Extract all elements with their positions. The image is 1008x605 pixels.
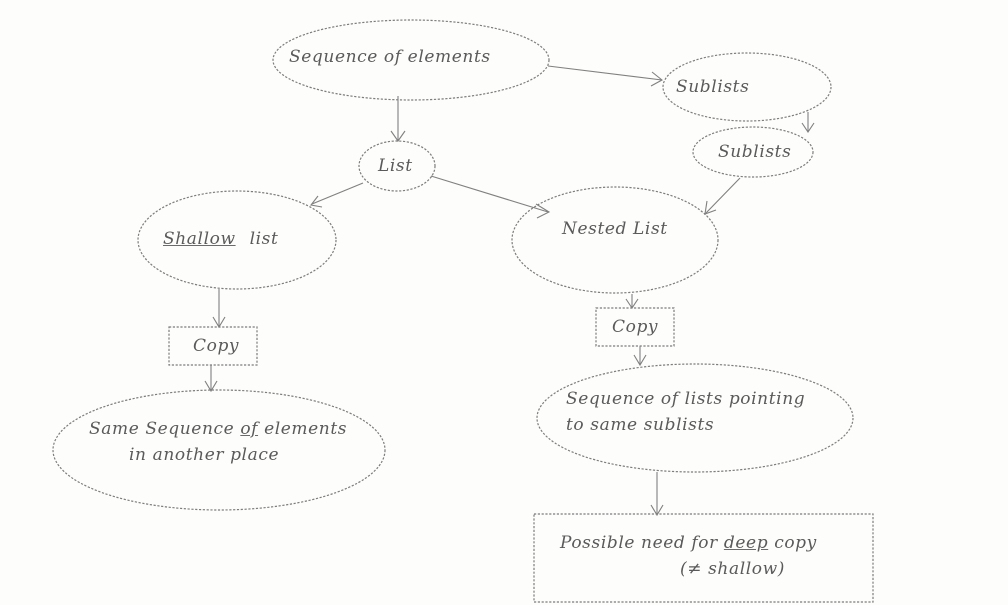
node-copy-left-outline bbox=[168, 326, 258, 366]
node-deep-copy: Possible need for deep copy (≠ shallow) bbox=[560, 530, 817, 583]
arrowhead-copy-left bbox=[212, 316, 226, 329]
arrowhead-nested-from-list bbox=[535, 203, 551, 219]
node-deep-copy-line1-prefix: Possible need for bbox=[560, 533, 718, 553]
node-deep-copy-line1-suffix: copy bbox=[774, 533, 817, 553]
node-nested-list: Nested List bbox=[562, 216, 668, 242]
node-nested-list-outline bbox=[511, 186, 719, 294]
arrowhead-list bbox=[390, 130, 406, 142]
node-same-sequence: Same Sequence of elements in another pla… bbox=[89, 416, 347, 469]
node-sublists-label: Sublists bbox=[718, 142, 792, 162]
node-list-outline bbox=[358, 140, 436, 192]
arrowhead-shallow bbox=[310, 195, 323, 208]
node-same-sequence-line1-suffix: elements bbox=[264, 419, 348, 439]
node-sublists-top-label: Sublists bbox=[676, 77, 750, 97]
arrowhead-same-sequence bbox=[204, 380, 218, 393]
node-deep-copy-line1: Possible need for deep copy bbox=[560, 530, 817, 556]
node-sequence-of-elements-outline bbox=[272, 19, 550, 101]
edge-list-to-nested bbox=[430, 175, 549, 213]
node-list-label: List bbox=[378, 156, 413, 176]
arrowhead-sublists bbox=[801, 122, 815, 133]
node-shallow-list: Shallow list bbox=[163, 226, 278, 252]
node-same-sequence-line1-prefix: Same Sequence bbox=[89, 419, 235, 439]
node-nested-list-label: Nested List bbox=[562, 219, 668, 239]
node-copy-left-label: Copy bbox=[193, 336, 240, 356]
node-sublists-top-outline bbox=[662, 52, 832, 122]
node-copy-right-label: Copy bbox=[612, 317, 659, 337]
node-copy-left: Copy bbox=[193, 333, 239, 359]
node-sublists: Sublists bbox=[718, 139, 791, 165]
node-deep-copy-outline bbox=[533, 513, 874, 603]
node-deep-copy-line1-underlined: deep bbox=[723, 533, 769, 553]
arrowhead-deep-copy bbox=[650, 504, 664, 517]
node-shallow-list-outline bbox=[137, 190, 337, 290]
node-sublists-top: Sublists bbox=[676, 74, 749, 100]
node-sequence-of-lists: Sequence of lists pointing to same subli… bbox=[566, 386, 805, 439]
node-same-sequence-outline bbox=[52, 389, 386, 511]
node-copy-right: Copy bbox=[612, 314, 658, 340]
node-sublists-outline bbox=[692, 126, 814, 178]
node-sequence-of-elements-label: Sequence of elements bbox=[289, 47, 491, 67]
arrowhead-sequence-of-lists bbox=[633, 354, 647, 367]
node-sequence-of-lists-line2: to same sublists bbox=[566, 415, 715, 436]
node-copy-right-outline bbox=[595, 307, 675, 347]
node-shallow-list-underlined: Shallow bbox=[163, 229, 236, 249]
node-same-sequence-line2: in another place bbox=[129, 445, 280, 466]
node-same-sequence-line1-underlined: of bbox=[240, 419, 259, 439]
node-same-sequence-line1: Same Sequence of elements bbox=[89, 416, 347, 442]
node-list: List bbox=[378, 153, 413, 179]
arrowhead-copy-right bbox=[625, 298, 639, 309]
node-shallow-list-rest: list bbox=[249, 229, 279, 249]
node-sequence-of-lists-line1: Sequence of lists pointing bbox=[566, 389, 806, 409]
edge-sublists-to-nested bbox=[705, 177, 741, 214]
node-sequence-of-lists-outline bbox=[536, 363, 854, 473]
node-deep-copy-line2: (≠ shallow) bbox=[680, 559, 785, 580]
arrowhead-sublists-top bbox=[650, 71, 663, 87]
arrowhead-nested-from-sublists bbox=[704, 200, 717, 215]
edge-list-to-shallow bbox=[311, 182, 364, 205]
node-sequence-of-elements: Sequence of elements bbox=[289, 44, 491, 70]
edge-sequence-to-sublists-top bbox=[547, 65, 663, 81]
